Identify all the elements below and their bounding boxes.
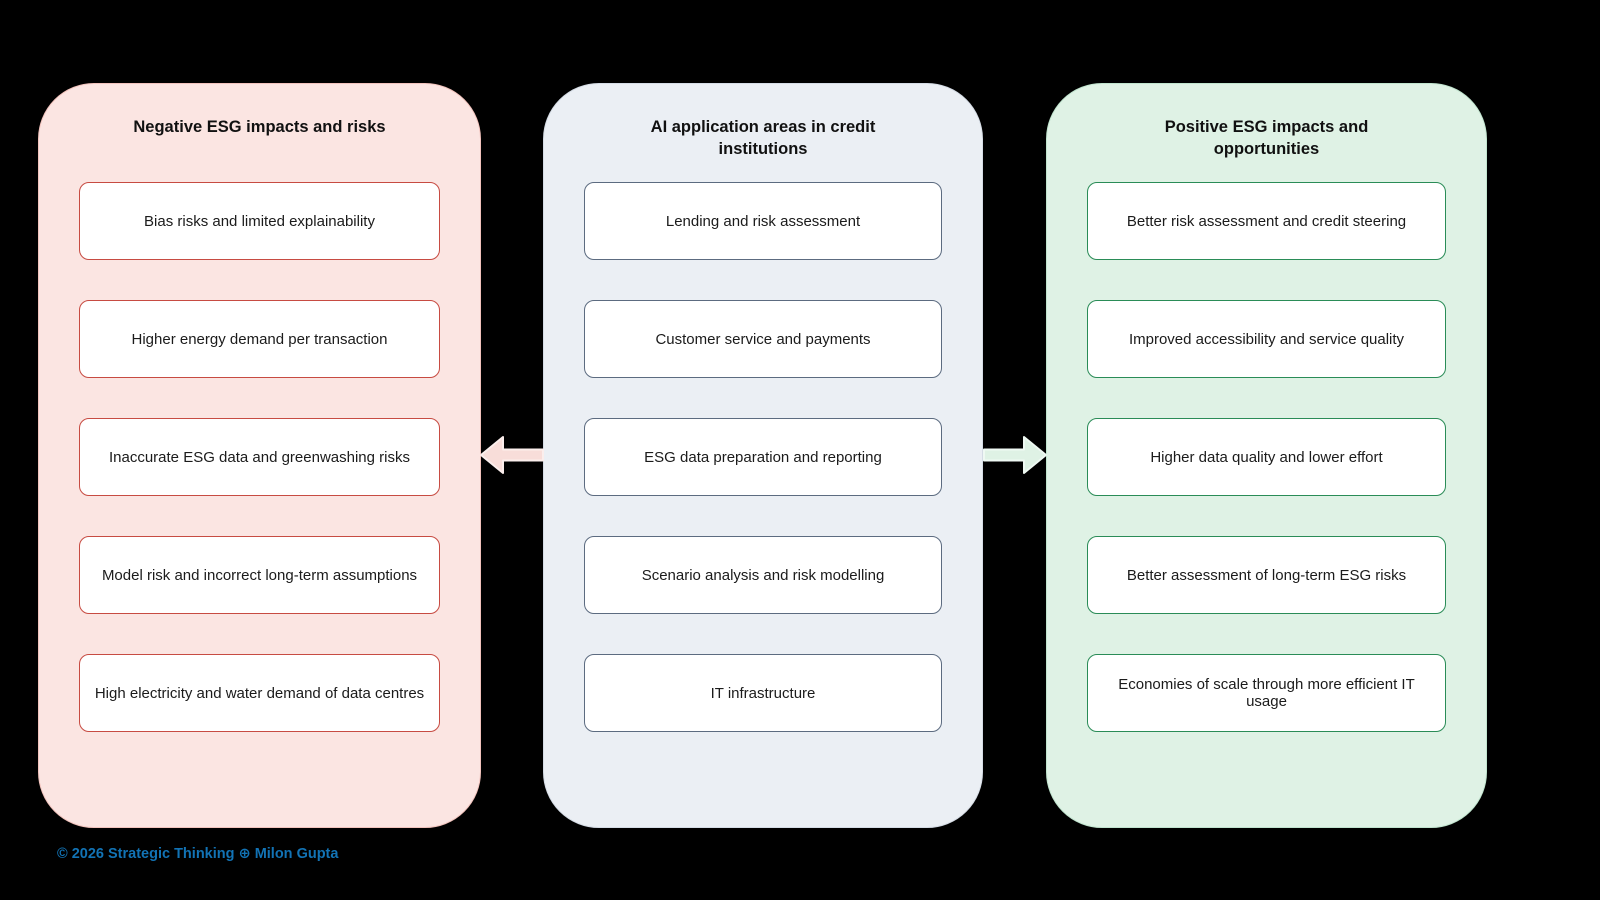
column-positive-esg: Positive ESG impacts and opportunities B… — [1046, 83, 1487, 828]
column-negative-boxes: Bias risks and limited explainability Hi… — [79, 182, 440, 732]
column-ai-boxes: Lending and risk assessment Customer ser… — [584, 182, 942, 732]
column-negative-title: Negative ESG impacts and risks — [133, 118, 386, 136]
column-ai-title: AI application areas in credit instituti… — [650, 118, 876, 159]
negative-node-data-centres: High electricity and water demand of dat… — [79, 654, 440, 732]
negative-node-greenwashing: Inaccurate ESG data and greenwashing ris… — [79, 418, 440, 496]
column-positive-boxes: Better risk assessment and credit steeri… — [1087, 182, 1446, 732]
negative-node-bias: Bias risks and limited explainability — [79, 182, 440, 260]
column-positive-title: Positive ESG impacts and opportunities — [1164, 118, 1369, 159]
positive-node-economies-of-scale: Economies of scale through more efficien… — [1087, 654, 1446, 732]
positive-node-accessibility: Improved accessibility and service quali… — [1087, 300, 1446, 378]
footer-credit-link[interactable]: © 2026 Strategic Thinking ⊕ Milon Gupta — [57, 846, 339, 862]
arrow-left-icon — [480, 436, 544, 474]
positive-node-longterm-esg: Better assessment of long-term ESG risks — [1087, 536, 1446, 614]
ai-node-scenario-analysis: Scenario analysis and risk modelling — [584, 536, 942, 614]
arrow-right-icon — [983, 436, 1047, 474]
ai-node-customer-service: Customer service and payments — [584, 300, 942, 378]
ai-node-esg-reporting: ESG data preparation and reporting — [584, 418, 942, 496]
ai-node-lending: Lending and risk assessment — [584, 182, 942, 260]
positive-node-data-quality: Higher data quality and lower effort — [1087, 418, 1446, 496]
column-ai-applications: AI application areas in credit instituti… — [543, 83, 983, 828]
column-negative-esg: Negative ESG impacts and risks Bias risk… — [38, 83, 481, 828]
negative-node-model-risk: Model risk and incorrect long-term assum… — [79, 536, 440, 614]
negative-node-energy: Higher energy demand per transaction — [79, 300, 440, 378]
positive-node-risk-assessment: Better risk assessment and credit steeri… — [1087, 182, 1446, 260]
ai-node-it-infrastructure: IT infrastructure — [584, 654, 942, 732]
